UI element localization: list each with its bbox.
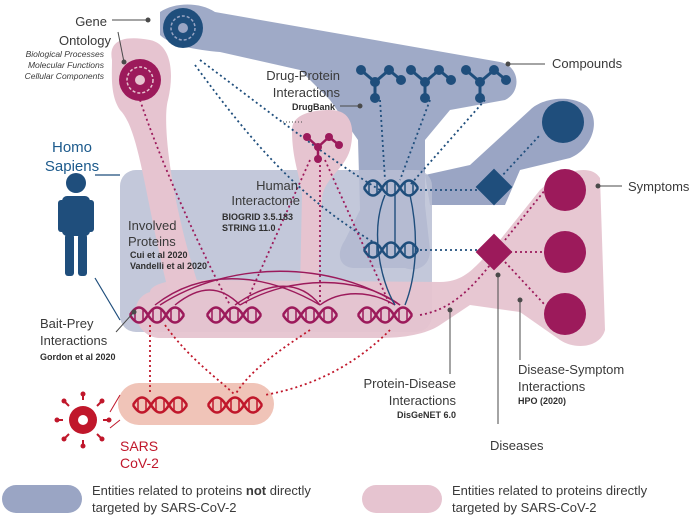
legend-blue-line2: targeted by SARS-CoV-2 [92, 500, 237, 515]
legend-blue-swatch [2, 485, 82, 513]
homo-label: Homo [52, 139, 92, 156]
sars-label: SARS [120, 438, 158, 454]
legend-pink-line1: Entities related to proteins directly [452, 483, 648, 498]
legend-pink-swatch [362, 485, 442, 513]
pink-disease-diamond [475, 233, 513, 271]
pink-symptom-circle [544, 231, 586, 273]
sapiens-label: Sapiens [45, 158, 99, 175]
gene-ontology-pink-region [111, 38, 200, 299]
pink-cell-icon [119, 59, 161, 101]
drug-protein-pink-region [292, 110, 353, 290]
person-icon [58, 173, 94, 276]
drug-protein-label: Drug-Protein [266, 68, 340, 83]
legend-pink-line2: targeted by SARS-CoV-2 [452, 500, 597, 515]
pink-symptom-circle [544, 293, 586, 335]
gene-label: Gene [75, 14, 107, 29]
go-cellular-components: Cellular Components [25, 71, 105, 81]
protein-disease-label: Protein-Disease [364, 376, 457, 391]
proteins-label: Proteins [128, 234, 176, 249]
diseases-label: Diseases [490, 438, 544, 453]
hpo-label: HPO (2020) [518, 396, 566, 406]
bait-interactions-label: Interactions [40, 333, 108, 348]
pd-interactions-label: Interactions [389, 393, 457, 408]
involved-label: Involved [128, 218, 176, 233]
blue-cell-icon [163, 8, 203, 48]
cui-label: Cui et al 2020 [130, 250, 188, 260]
biogrid-label: BIOGRID 3.5.183 [222, 212, 293, 222]
string-label: STRING 11.0 [222, 223, 276, 233]
ontology-label: Ontology [59, 33, 112, 48]
drugbank-label: DrugBank [292, 102, 336, 112]
disgenet-label: DisGeNET 6.0 [397, 410, 456, 420]
blue-disease-diamond [475, 168, 513, 206]
bait-prey-label: Bait-Prey [40, 316, 94, 331]
ds-interactions-label: Interactions [518, 379, 586, 394]
blue-symptom-circle [542, 101, 584, 143]
compounds-label: Compounds [552, 56, 623, 71]
interactome-label: Interactome [231, 193, 300, 208]
pink-symptom-circle [544, 169, 586, 211]
homo-sapiens-bracket [94, 174, 121, 321]
cov2-label: CoV-2 [120, 455, 159, 471]
vandelli-label: Vandelli et al 2020 [130, 261, 207, 271]
go-biological-processes: Biological Processes [26, 49, 105, 59]
callout-lines [112, 19, 622, 424]
human-label: Human [256, 178, 298, 193]
virus-icon [54, 391, 112, 449]
legend-blue-line1: Entities related to proteins not directl… [92, 483, 311, 498]
callout-dots [121, 17, 601, 315]
gordon-label: Gordon et al 2020 [40, 352, 116, 362]
compounds-region [160, 4, 517, 270]
sars-bracket [109, 394, 121, 429]
interactions-label: Interactions [273, 85, 341, 100]
go-molecular-functions: Molecular Functions [28, 60, 105, 70]
disease-symptom-label: Disease-Symptom [518, 362, 624, 377]
involved-proteins-pink-band [135, 169, 605, 346]
symptoms-label: Symptoms [628, 179, 690, 194]
sars-proteins-pill [118, 383, 274, 425]
